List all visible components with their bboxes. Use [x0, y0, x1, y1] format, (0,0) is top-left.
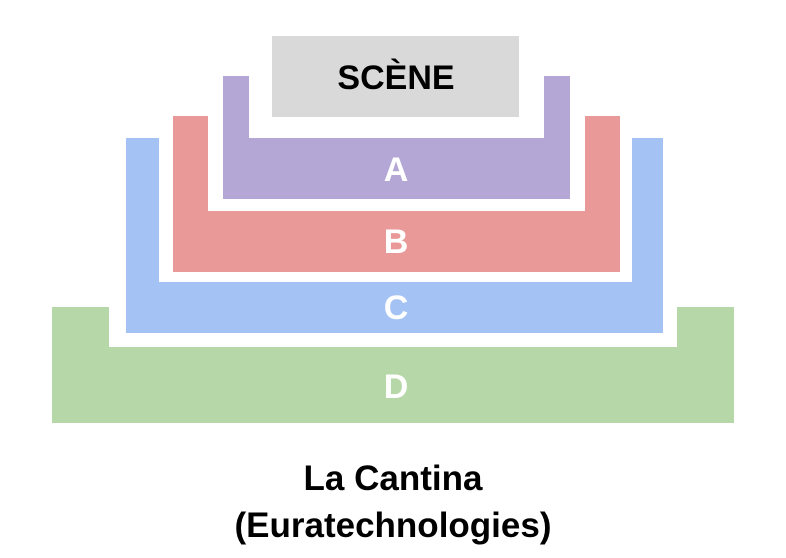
section-d-label: D [384, 368, 409, 406]
section-d[interactable] [52, 307, 734, 423]
venue-subtitle: (Euratechnologies) [234, 506, 552, 545]
section-a[interactable] [223, 76, 570, 199]
section-b-label: B [384, 223, 409, 261]
venue-name: La Cantina [303, 459, 483, 498]
section-c[interactable] [126, 138, 663, 333]
section-c-label: C [384, 289, 409, 327]
stage [272, 36, 519, 117]
section-b[interactable] [173, 116, 620, 272]
section-a-label: A [384, 151, 409, 189]
stage-label: SCÈNE [337, 59, 454, 97]
